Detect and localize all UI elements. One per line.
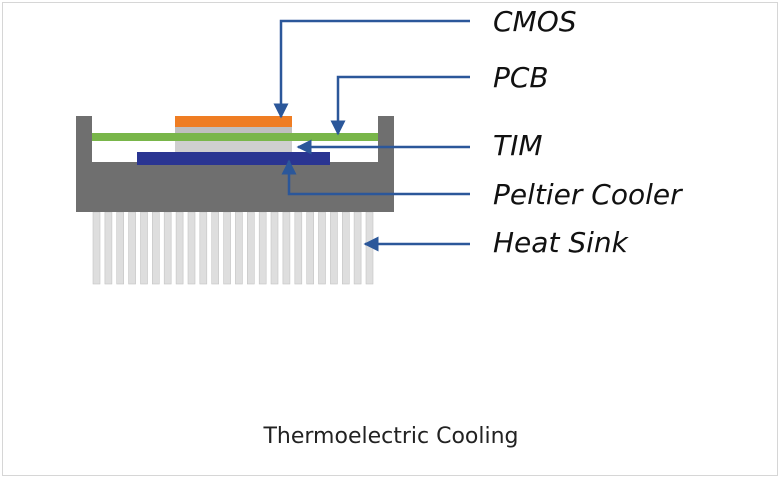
heat-sink-fin (258, 211, 267, 285)
diagram-caption: Thermoelectric Cooling (263, 424, 519, 449)
heat-sink-fin (365, 211, 374, 285)
heat-sink-label: Heat Sink (493, 226, 628, 259)
heat-sink-fin (199, 211, 208, 285)
cmos-label: CMOS (493, 5, 577, 38)
heat-sink-fin (353, 211, 362, 285)
heat-sink-fin (341, 211, 350, 285)
heat-sink-fin (140, 211, 148, 285)
tim-label: TIM (493, 129, 543, 162)
heat-sink-fin (175, 211, 184, 285)
heat-sink-fins (92, 211, 374, 285)
heat-sink-fin (163, 211, 172, 285)
heat-sink-fin (187, 211, 196, 285)
heat-sink-fin (318, 211, 326, 285)
heat-sink-fin (92, 211, 101, 285)
pcb-layer (92, 133, 378, 141)
pcb-arrow (330, 75, 470, 136)
heat-sink-fin (330, 211, 338, 285)
heat-sink-fin (270, 211, 279, 285)
heat-sink-fin (235, 211, 243, 285)
peltier-arrow (281, 159, 470, 196)
heat-sink-fin (247, 211, 255, 285)
cmos-sensor (175, 116, 292, 127)
peltier-cooler (137, 152, 330, 165)
heat-sink-fin (128, 211, 136, 285)
callout-arrows (273, 19, 470, 252)
cmos-arrow (273, 19, 470, 119)
heat-sink-fin (104, 211, 113, 285)
heat-sink-fin (223, 211, 231, 285)
tim-layer (175, 141, 292, 152)
heat-sink-fin (116, 211, 124, 285)
heat-sink-fin (211, 211, 219, 285)
cmos-sensor-base (175, 127, 292, 133)
pcb-label: PCB (493, 61, 549, 94)
heat-sink-fin (152, 211, 160, 285)
heat-sink-fin (306, 211, 315, 285)
heat-sink-fin (282, 211, 291, 285)
heat-sink-fin (294, 211, 303, 285)
peltier-cooler-label: Peltier Cooler (493, 178, 682, 211)
